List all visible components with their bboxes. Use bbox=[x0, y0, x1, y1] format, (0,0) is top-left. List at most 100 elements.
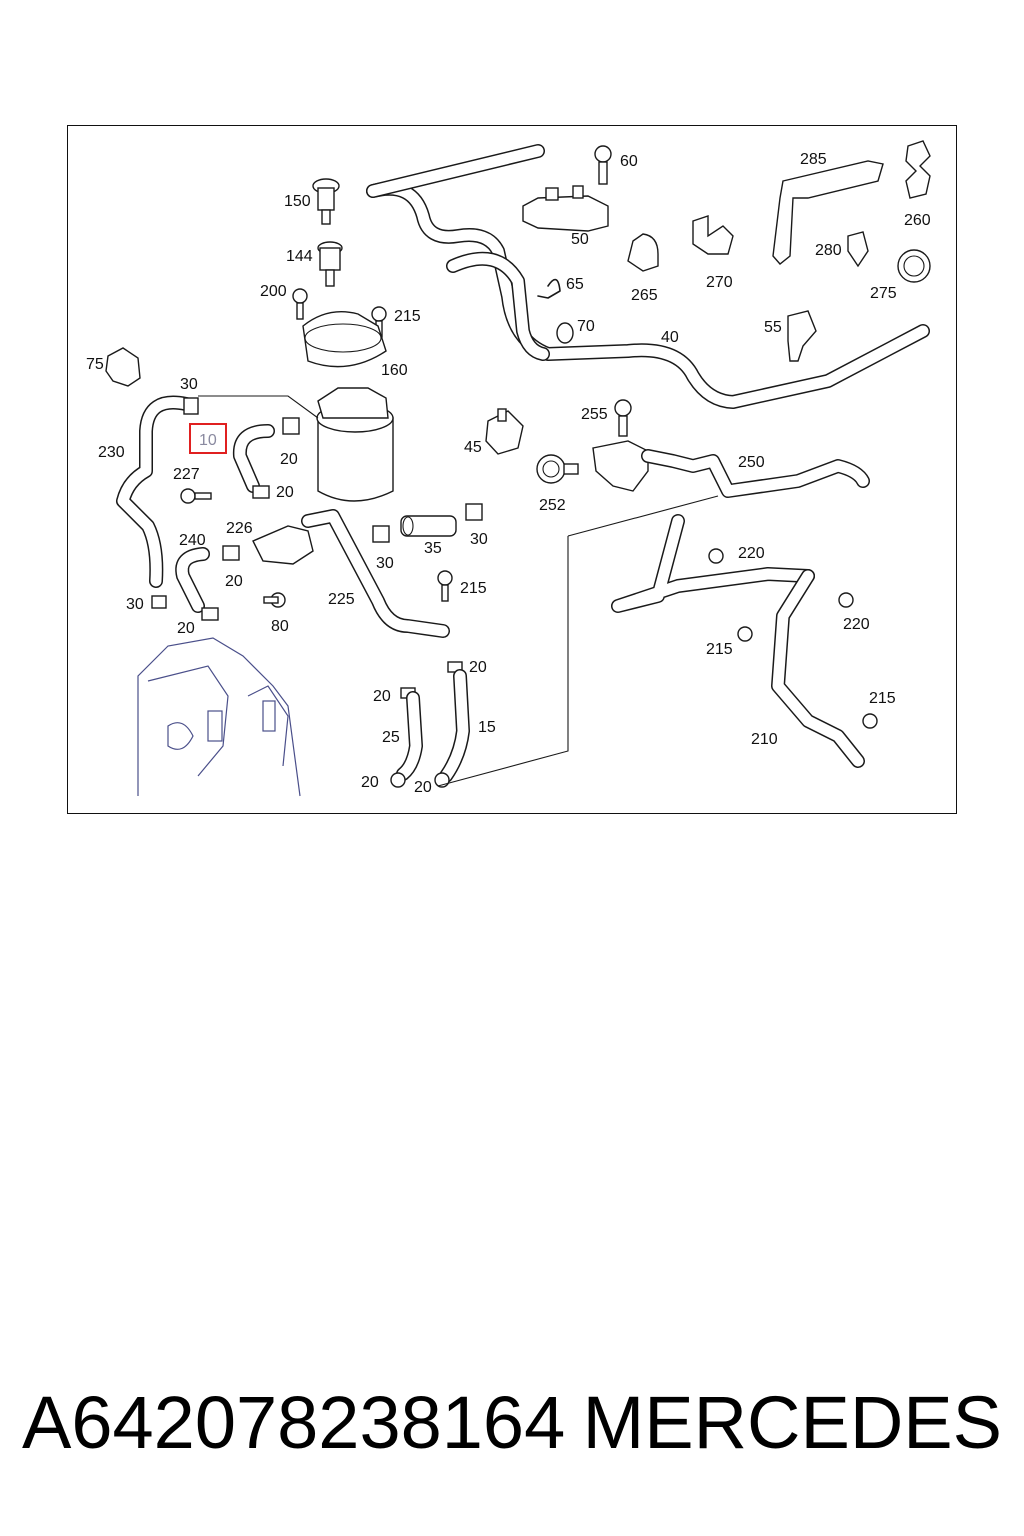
label-250: 250 bbox=[738, 454, 765, 471]
callout-labels: 150 144 200 215 160 75 30 10 20 20 230 2… bbox=[86, 151, 931, 796]
label-10-highlighted: 10 bbox=[199, 432, 217, 449]
label-20-b: 20 bbox=[276, 484, 294, 501]
leader-line-10 bbox=[198, 395, 319, 419]
bolt-60 bbox=[594, 145, 612, 185]
label-30-c: 30 bbox=[376, 555, 394, 572]
clip-260 bbox=[905, 140, 931, 199]
fitting-226 bbox=[252, 525, 314, 565]
label-75: 75 bbox=[86, 356, 104, 373]
label-70: 70 bbox=[577, 318, 595, 335]
label-15: 15 bbox=[478, 719, 496, 736]
clip-280 bbox=[847, 231, 869, 268]
detail-leader-bottom bbox=[437, 536, 569, 787]
bolt-80 bbox=[263, 592, 286, 608]
label-227: 227 bbox=[173, 466, 200, 483]
clip-65 bbox=[537, 278, 561, 299]
label-252: 252 bbox=[539, 497, 566, 514]
label-20-f: 20 bbox=[373, 688, 391, 705]
part-caption: A642078238164 MERCEDES bbox=[0, 1372, 1024, 1472]
clamp-30-mid-b bbox=[465, 503, 483, 521]
label-35: 35 bbox=[424, 540, 442, 557]
heater-144 bbox=[317, 241, 343, 287]
valve-45 bbox=[485, 408, 524, 455]
label-50: 50 bbox=[571, 231, 589, 248]
label-60: 60 bbox=[620, 153, 638, 170]
label-20-g: 20 bbox=[361, 774, 379, 791]
label-285: 285 bbox=[800, 151, 827, 168]
clamp-30-left bbox=[183, 397, 199, 415]
clip-265 bbox=[627, 233, 659, 272]
label-220-a: 220 bbox=[738, 545, 765, 562]
label-215-a: 215 bbox=[394, 308, 421, 325]
damper-252 bbox=[536, 454, 579, 484]
label-260: 260 bbox=[904, 212, 931, 229]
label-215-d: 215 bbox=[869, 690, 896, 707]
label-20-c: 20 bbox=[225, 573, 243, 590]
label-25: 25 bbox=[382, 729, 400, 746]
label-144: 144 bbox=[286, 248, 313, 265]
label-55: 55 bbox=[764, 319, 782, 336]
label-270: 270 bbox=[706, 274, 733, 291]
label-45: 45 bbox=[464, 439, 482, 456]
bolt-220-b bbox=[838, 592, 854, 608]
highlight-box bbox=[189, 423, 227, 454]
label-20-h: 20 bbox=[414, 779, 432, 796]
label-220-b: 220 bbox=[843, 616, 870, 633]
bolt-227 bbox=[180, 488, 212, 504]
label-30-d: 30 bbox=[470, 531, 488, 548]
label-20-e: 20 bbox=[469, 659, 487, 676]
detail-leader-top bbox=[567, 495, 719, 537]
label-30-b: 30 bbox=[126, 596, 144, 613]
label-40: 40 bbox=[661, 329, 679, 346]
parts-diagram: 150 144 200 215 160 75 30 10 20 20 230 2… bbox=[67, 125, 957, 814]
clamp-20-d bbox=[201, 607, 219, 621]
bolt-220-a bbox=[708, 548, 724, 564]
clamp-20-b bbox=[252, 485, 270, 499]
label-240: 240 bbox=[179, 532, 206, 549]
plug-150 bbox=[312, 178, 340, 225]
clamp-70 bbox=[556, 322, 574, 344]
bolt-255 bbox=[614, 399, 632, 437]
label-230: 230 bbox=[98, 444, 125, 461]
clamp-20-c bbox=[222, 545, 240, 561]
label-210: 210 bbox=[751, 731, 778, 748]
label-225: 225 bbox=[328, 591, 355, 608]
bracket-160 bbox=[302, 311, 387, 368]
connector-block-250 bbox=[592, 440, 649, 492]
label-30-a: 30 bbox=[180, 376, 198, 393]
fuel-filter bbox=[316, 387, 394, 502]
bolt-215-detail-a bbox=[737, 626, 753, 642]
connector-50 bbox=[522, 185, 609, 232]
clip-75 bbox=[105, 347, 141, 387]
label-280: 280 bbox=[815, 242, 842, 259]
bolt-215-mid bbox=[437, 570, 453, 602]
label-255: 255 bbox=[581, 406, 608, 423]
bolt-200 bbox=[292, 288, 308, 320]
clamp-20-g bbox=[390, 772, 406, 788]
bolt-215-detail-b bbox=[862, 713, 878, 729]
part-number: A642078238164 bbox=[22, 1380, 566, 1464]
brand-name: MERCEDES bbox=[582, 1380, 1002, 1464]
label-226: 226 bbox=[226, 520, 253, 537]
label-20-a: 20 bbox=[280, 451, 298, 468]
clamp-275 bbox=[897, 249, 931, 283]
label-65: 65 bbox=[566, 276, 584, 293]
label-275: 275 bbox=[870, 285, 897, 302]
label-265: 265 bbox=[631, 287, 658, 304]
label-160: 160 bbox=[381, 362, 408, 379]
label-200: 200 bbox=[260, 283, 287, 300]
label-150: 150 bbox=[284, 193, 311, 210]
clamp-30-mid-a bbox=[372, 525, 390, 543]
fitting-55 bbox=[787, 310, 817, 362]
label-20-d: 20 bbox=[177, 620, 195, 637]
clamp-30-bottom bbox=[151, 595, 167, 609]
high-pressure-pump bbox=[137, 637, 301, 797]
clamp-20-a bbox=[282, 417, 300, 435]
label-215-b: 215 bbox=[460, 580, 487, 597]
label-215-c: 215 bbox=[706, 641, 733, 658]
connector-35 bbox=[400, 515, 457, 537]
exploded-view-drawing: 150 144 200 215 160 75 30 10 20 20 230 2… bbox=[86, 140, 931, 797]
clip-270 bbox=[692, 215, 734, 255]
bracket-285 bbox=[772, 160, 884, 265]
label-80: 80 bbox=[271, 618, 289, 635]
